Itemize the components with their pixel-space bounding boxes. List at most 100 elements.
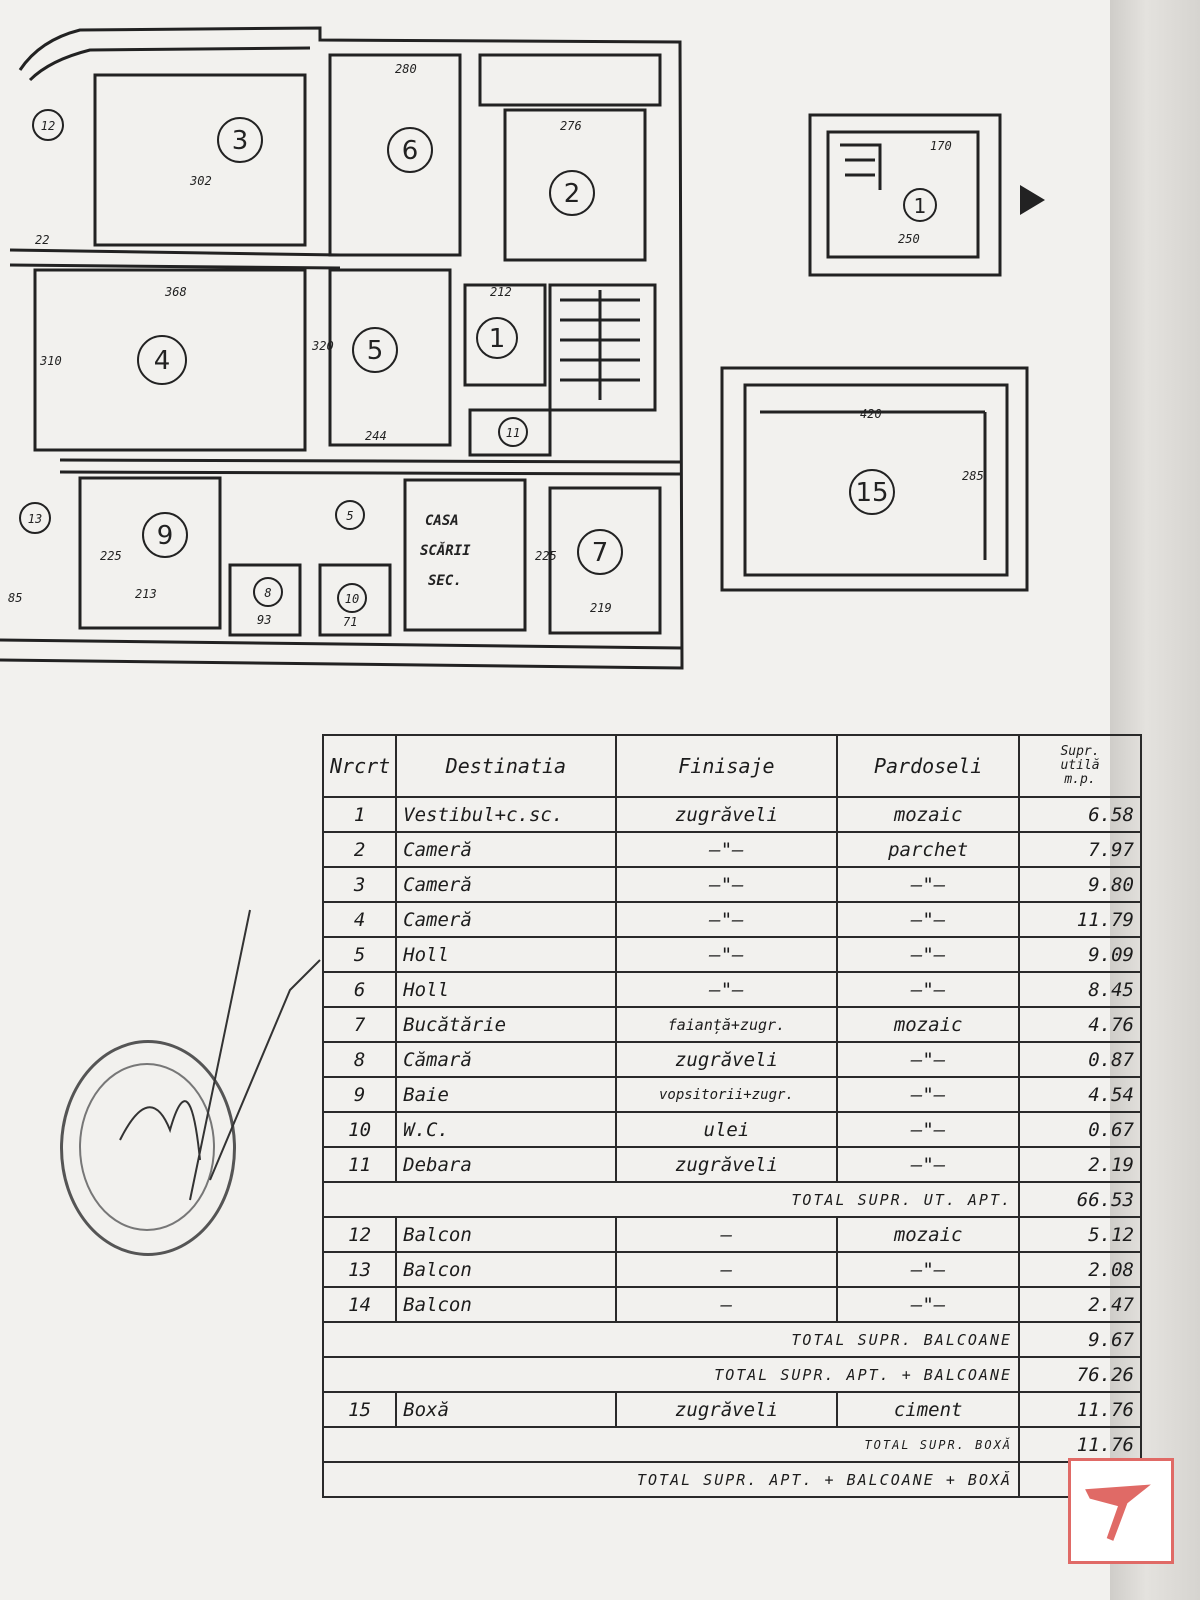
- room-15-label: 15: [855, 478, 888, 508]
- stair-label-line3: SEC.: [428, 573, 462, 589]
- floor-plan: 3 6 2 4 5 1 11 9 5 8 10 7 12 13 15 1 368…: [0, 26, 1045, 670]
- cell-dest: Cameră: [395, 901, 617, 938]
- annex-1-label: 1: [914, 194, 927, 218]
- cell-supr: 2.19: [1018, 1146, 1142, 1183]
- total-all-label: TOTAL SUPR. APT. + BALCOANE + BOXĂ: [321, 1461, 1021, 1498]
- room-10-label: 10: [345, 592, 359, 606]
- total-apt-label: TOTAL SUPR. UT. APT.: [321, 1181, 1021, 1218]
- cell-dest: Baie: [395, 1076, 617, 1113]
- table-header-row: Nrcrt Destinatia Finisaje Pardoseli Supr…: [321, 734, 1142, 798]
- total-balcoane-value: 9.67: [1018, 1321, 1142, 1358]
- room-10-circle: [337, 583, 367, 613]
- cell-pard: mozaic: [836, 1216, 1021, 1253]
- header-nr: Nrcrt: [321, 734, 398, 798]
- cell-dest: Balcon: [395, 1286, 617, 1323]
- header-pardoseli: Pardoseli: [836, 734, 1021, 798]
- annex-plan: [808, 113, 1002, 277]
- cell-nr: 6: [321, 971, 398, 1008]
- cell-supr: 2.08: [1018, 1251, 1142, 1288]
- room-6-label: 6: [402, 136, 419, 166]
- brand-logo: [1068, 1458, 1174, 1564]
- room-8-circle: [253, 577, 283, 607]
- cell-pard: mozaic: [836, 796, 1021, 833]
- cell-fin: —"—: [614, 831, 839, 868]
- cell-fin: vopsitorii+zugr.: [614, 1076, 839, 1113]
- cell-nr: 14: [321, 1286, 398, 1323]
- room-5b-circle: [335, 500, 365, 530]
- room-labels: 3 6 2 4 5 1 11 9 5 8 10 7 12 13 15 1: [19, 109, 937, 613]
- total-row: TOTAL SUPR. UT. APT.66.53: [321, 1181, 1142, 1218]
- dim-label: 219: [590, 601, 612, 615]
- cell-fin: —: [614, 1216, 839, 1253]
- room-11-label: 11: [506, 426, 520, 440]
- cell-fin: —: [614, 1251, 839, 1288]
- dim-label: 285: [962, 469, 984, 483]
- room-8-label: 8: [264, 586, 271, 600]
- cell-dest: Bucătărie: [395, 1006, 617, 1043]
- room-4-label: 4: [154, 346, 171, 376]
- cell-fin: zugrăveli: [614, 1146, 839, 1183]
- room-15-circle: [849, 469, 895, 515]
- dim-label: 320: [311, 339, 334, 353]
- cell-nr: 9: [321, 1076, 398, 1113]
- room-3-label: 3: [232, 126, 249, 156]
- cell-nr: 4: [321, 901, 398, 938]
- cell-fin: —"—: [614, 866, 839, 903]
- signature-icon: [119, 909, 321, 1201]
- dim-label: 22: [35, 233, 49, 247]
- header-supr-line3: m.p.: [1064, 772, 1096, 787]
- cell-fin: —: [614, 1286, 839, 1323]
- total-balcoane-label: TOTAL SUPR. BALCOANE: [321, 1321, 1021, 1358]
- cell-pard: —"—: [836, 1286, 1021, 1323]
- room-13-circle: [19, 502, 51, 534]
- cell-pard: ciment: [836, 1391, 1021, 1428]
- dim-label: 368: [164, 285, 187, 299]
- stair-label-line2: SCĂRII: [420, 542, 471, 559]
- room-2-circle: [549, 170, 595, 216]
- room-1-label: 1: [489, 324, 506, 354]
- room-12-label: 12: [41, 119, 55, 133]
- cell-pard: —"—: [836, 1076, 1021, 1113]
- cell-supr: 4.54: [1018, 1076, 1142, 1113]
- cell-nr: 2: [321, 831, 398, 868]
- dim-label: 71: [343, 615, 357, 629]
- cell-fin: —"—: [614, 901, 839, 938]
- bird-logo-icon: [1085, 1484, 1151, 1541]
- dim-label: 225: [535, 549, 557, 563]
- annex-1-circle: [903, 188, 937, 222]
- stamp-inner-ring: [79, 1063, 215, 1231]
- dim-label: 276: [560, 119, 582, 133]
- room-5-circle: [352, 327, 398, 373]
- cell-fin: zugrăveli: [614, 1041, 839, 1078]
- dim-label: 212: [490, 285, 512, 299]
- cell-dest: Cameră: [395, 866, 617, 903]
- cell-dest: Debara: [395, 1146, 617, 1183]
- room-13-label: 13: [28, 512, 42, 526]
- cell-pard: —"—: [836, 971, 1021, 1008]
- header-supr-line2: utilă: [1060, 758, 1100, 773]
- dim-label: 170: [930, 139, 952, 153]
- cell-pard: —"—: [836, 901, 1021, 938]
- header-suprafata: Supr. utilă m.p.: [1018, 734, 1142, 798]
- cell-supr: 9.80: [1018, 866, 1142, 903]
- header-finisaje: Finisaje: [614, 734, 839, 798]
- room-9-label: 9: [157, 521, 174, 551]
- room-area-table: Nrcrt Destinatia Finisaje Pardoseli Supr…: [321, 734, 1142, 1498]
- cell-dest: Boxă: [395, 1391, 617, 1428]
- dim-label: 93: [257, 613, 271, 627]
- room-11-circle: [498, 417, 528, 447]
- room-3-circle: [217, 117, 263, 163]
- dimension-labels: 368 310 212 320 302 276 280 244 225 213 …: [8, 62, 984, 629]
- dim-label: 225: [100, 549, 122, 563]
- cell-dest: Cămară: [395, 1041, 617, 1078]
- room-5b-label: 5: [346, 509, 353, 523]
- room-4-circle: [137, 335, 187, 385]
